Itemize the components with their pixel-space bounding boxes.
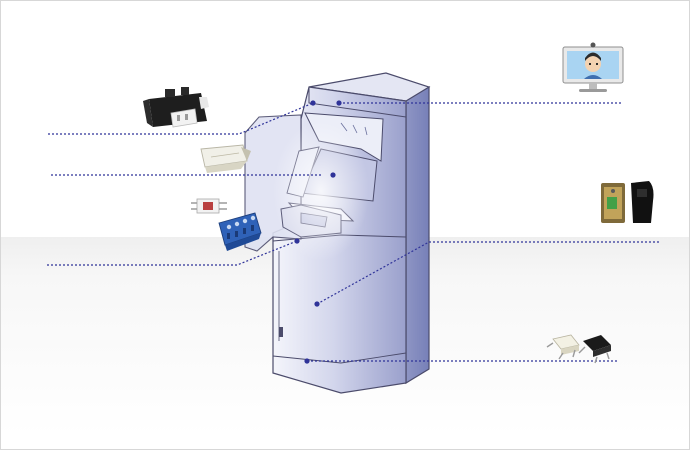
leader-line-sensor <box>316 241 659 305</box>
surveillance-camera-monitor-icon <box>562 42 624 92</box>
photocoupler-icon <box>546 334 611 364</box>
card-reader-module-icon <box>143 87 209 128</box>
leader-line-card-reader <box>48 102 314 135</box>
ribbon-connector-icon <box>200 144 251 173</box>
leader-dots <box>294 100 342 364</box>
terminal-block-connector-icon <box>191 198 262 251</box>
leader-lines <box>47 102 659 362</box>
atm-machine <box>244 72 431 394</box>
sensor-module-icon <box>601 181 654 223</box>
leader-line-terminal-block <box>47 240 298 266</box>
